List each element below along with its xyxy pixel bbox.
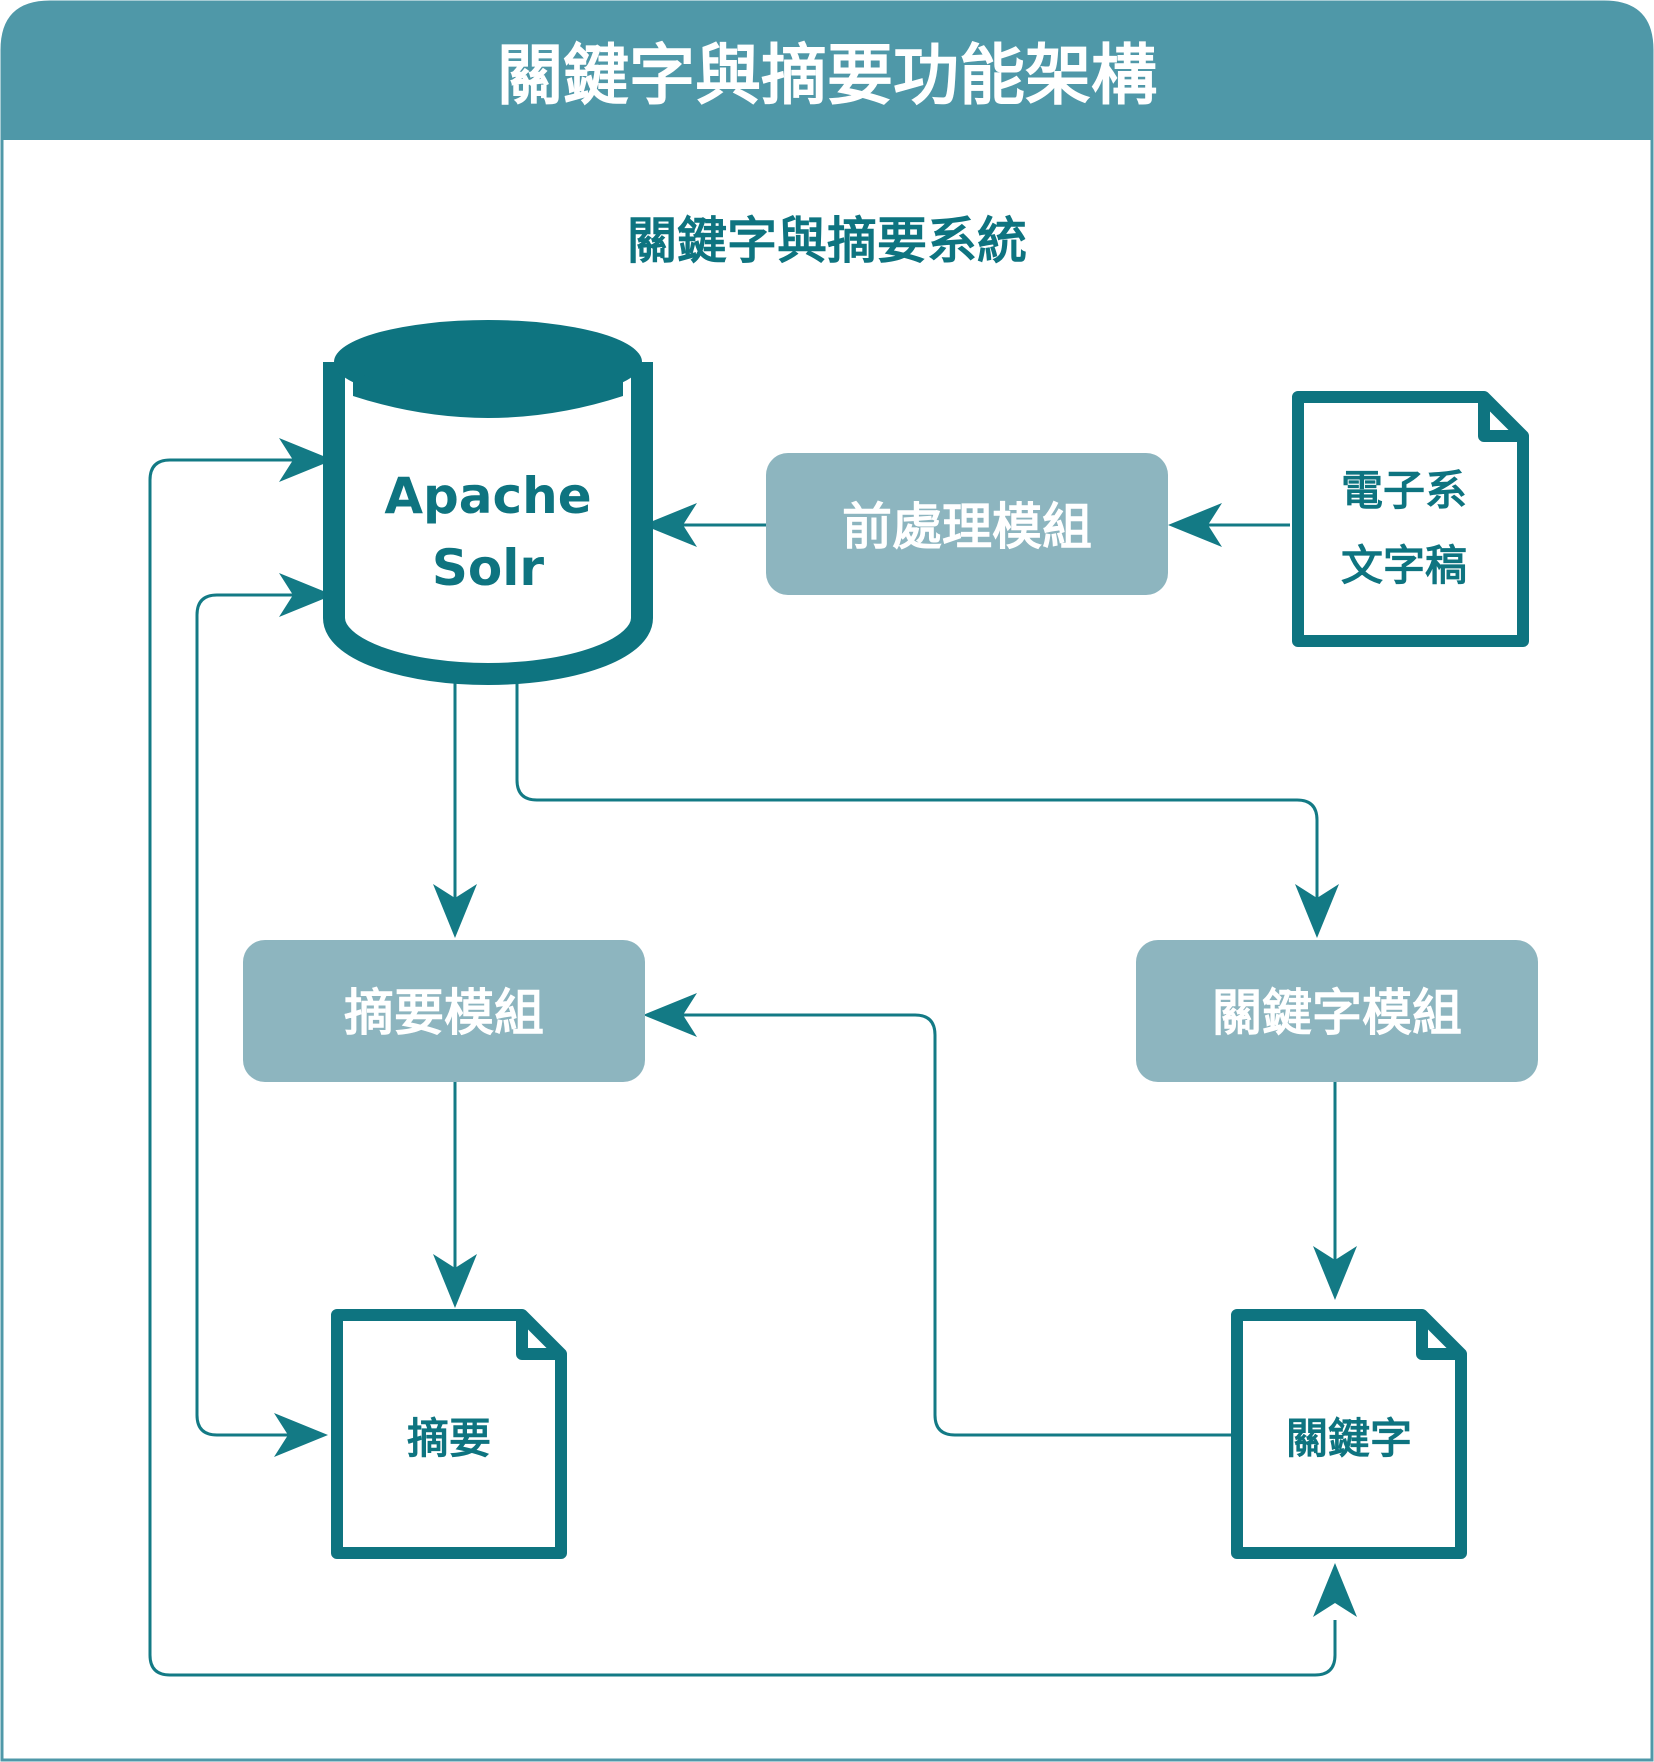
summary-module: 摘要模組 — [243, 940, 645, 1082]
summary-document-label: 摘要 — [407, 1414, 491, 1463]
source-document-label-line1: 電子系 — [1341, 466, 1467, 515]
arrowhead-keyword-module — [1295, 884, 1339, 938]
arrowhead-summary-module — [433, 884, 477, 938]
arrowhead-summary-doc — [433, 1254, 477, 1308]
page-title: 關鍵字與摘要功能架構 — [497, 37, 1157, 114]
keyword-module: 關鍵字模組 — [1136, 940, 1538, 1082]
summary-module-box — [243, 940, 645, 1082]
keyword-module-box — [1136, 940, 1538, 1082]
arrowhead-solr-right — [643, 503, 697, 547]
source-document-page — [1292, 391, 1529, 647]
arrowhead-solr-lower — [279, 573, 333, 617]
arrowhead-keyword-doc — [1313, 1246, 1357, 1300]
database-label-line1: Apache — [384, 467, 591, 525]
arrow-keyword-doc-to-solr — [148, 458, 1337, 1677]
preprocess-module: 前處理模組 — [766, 453, 1168, 595]
summary-document-fold — [516, 1315, 561, 1360]
arrowhead-summary-module-left — [643, 993, 697, 1037]
arrowhead-preprocess — [1168, 503, 1222, 547]
database-rim — [353, 372, 623, 418]
arrowhead-summary-doc-left — [274, 1413, 328, 1457]
keyword-document-fold — [1416, 1315, 1461, 1360]
keyword-document-label: 關鍵字 — [1286, 1414, 1412, 1463]
arrow-solr-to-keyword-module — [515, 675, 1319, 900]
source-document-label-line2: 文字稿 — [1341, 541, 1467, 590]
system-subtitle: 關鍵字與摘要系統 — [627, 212, 1027, 270]
summary-document-page — [331, 1309, 567, 1559]
arrowhead-solr-upper — [279, 438, 333, 482]
database-label-line2: Solr — [432, 539, 545, 597]
apache-solr-database: Apache Solr — [323, 320, 653, 685]
database-top — [334, 320, 642, 404]
source-document-fold — [1478, 397, 1523, 442]
header-bar — [2, 2, 1652, 140]
arrowhead-keyword-doc-up — [1313, 1563, 1357, 1617]
source-document: 電子系 文字稿 — [1292, 391, 1529, 647]
database-body — [323, 362, 653, 685]
preprocess-module-label: 前處理模組 — [842, 498, 1092, 556]
keyword-module-label: 關鍵字模組 — [1212, 984, 1462, 1042]
arrow-summary-doc-to-solr — [195, 593, 295, 1437]
arrow-keyword-doc-to-summary-module — [680, 1013, 1232, 1437]
keyword-document-page — [1231, 1309, 1467, 1559]
keyword-document: 關鍵字 — [1231, 1309, 1467, 1559]
summary-module-label: 摘要模組 — [344, 984, 544, 1042]
preprocess-module-box — [766, 453, 1168, 595]
summary-document: 摘要 — [331, 1309, 567, 1559]
